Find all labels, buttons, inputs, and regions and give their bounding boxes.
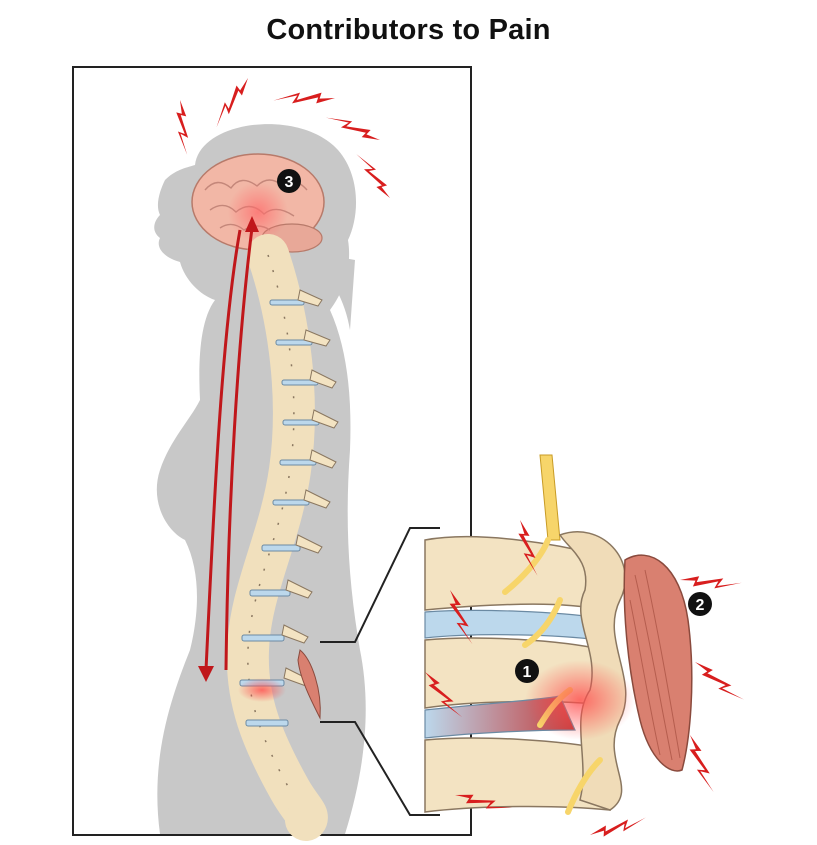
spine-closeup — [425, 455, 635, 812]
marker-2-muscle: 2 — [688, 592, 712, 616]
paraspinal-muscle — [624, 555, 692, 771]
marker-3-brain: 3 — [277, 169, 301, 193]
svg-text:1: 1 — [523, 664, 532, 681]
svg-text:3: 3 — [285, 174, 294, 191]
svg-text:2: 2 — [696, 597, 705, 614]
marker-1-disc: 1 — [515, 659, 539, 683]
